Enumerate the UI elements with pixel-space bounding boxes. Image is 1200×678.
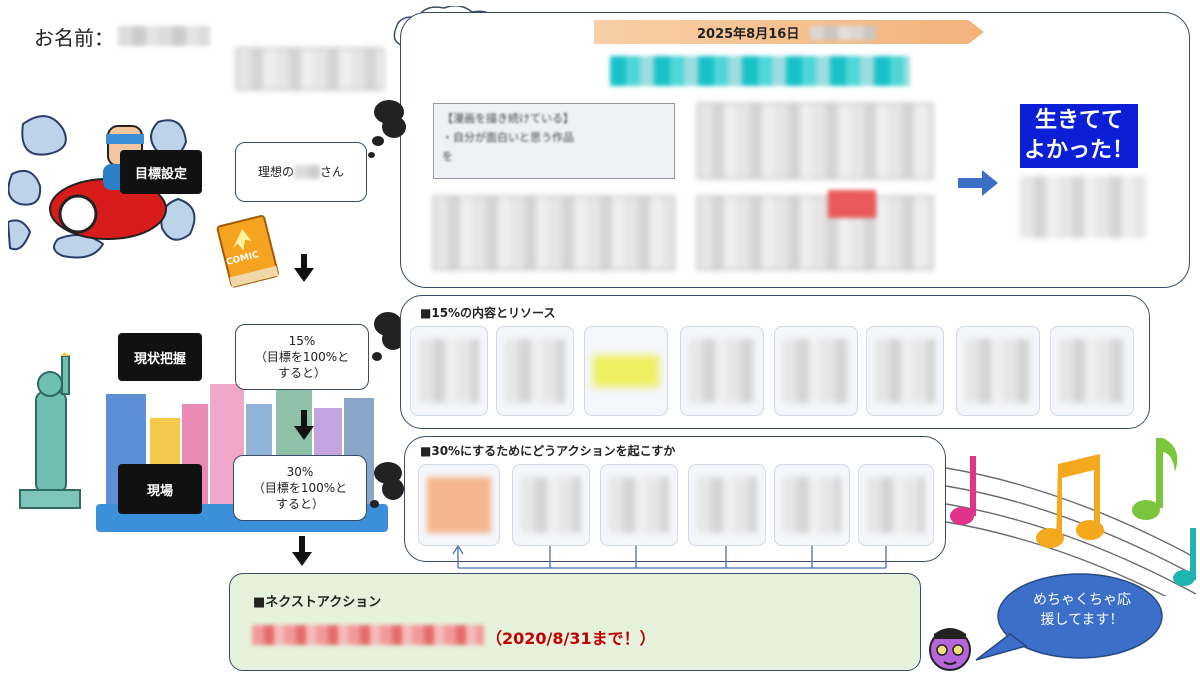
redacted-box	[236, 48, 384, 90]
dark-cloud-connector	[366, 462, 406, 512]
next-action-redacted	[252, 625, 484, 645]
actions-title: ■30%にするためにどうアクションを起こすか	[420, 444, 676, 458]
purple-face-mascot-icon	[926, 622, 974, 672]
resource-tile	[496, 326, 574, 416]
headline-redacted	[610, 56, 910, 86]
statue-of-liberty-illustration	[14, 352, 86, 510]
dark-cloud-connector	[366, 310, 404, 370]
action-connector-lines	[450, 544, 890, 572]
cheer-bubble	[970, 572, 1164, 664]
stage-goal-label: 目標設定	[120, 150, 202, 194]
stage-field-label: 現場	[118, 464, 202, 514]
ideal-card-line: を	[442, 150, 453, 163]
ideal-card-line: 【漫画を描き続けている】	[442, 112, 574, 125]
ideal-card-line: ・自分が面白いと思う作品	[442, 131, 574, 144]
resource-tile	[584, 326, 668, 416]
name-label: お名前：	[34, 26, 114, 50]
action-tile	[512, 464, 590, 546]
ideal-prefix: 理想の	[257, 164, 294, 179]
current-percent-box: 15% （目標を100%と すると）	[235, 324, 369, 390]
current-note: （目標を100%と すると）	[254, 349, 350, 381]
red-highlight	[828, 190, 876, 218]
action-tile	[418, 464, 500, 546]
ideal-card	[697, 103, 933, 179]
resource-tile	[1050, 326, 1134, 416]
field-percent-box: 30% （目標を100%と すると）	[233, 455, 367, 521]
resource-tile	[774, 326, 858, 416]
dark-cloud-connector	[364, 100, 406, 172]
ideal-card: 【漫画を描き続けている】 ・自分が面白いと思う作品 を	[433, 103, 675, 179]
ideal-suffix: さん	[320, 164, 345, 179]
ideal-person-box: 理想の さん	[235, 142, 367, 202]
date-banner-redacted	[810, 26, 876, 40]
resource-tile	[680, 326, 764, 416]
action-tile	[774, 464, 850, 546]
ideal-card	[433, 196, 675, 270]
field-note: （目標を100%と すると）	[252, 480, 348, 512]
next-action-box	[229, 573, 921, 671]
alive-line-1: 生きてて	[1035, 108, 1124, 133]
right-arrow-icon	[958, 170, 998, 200]
next-action-title: ■ネクストアクション	[253, 595, 382, 610]
next-action-deadline: （2020/8/31まで！）	[486, 629, 656, 648]
down-arrow-icon	[292, 536, 312, 566]
name-redacted	[118, 26, 210, 46]
resource-tile	[956, 326, 1040, 416]
date-banner-text: 2025年8月16日	[697, 27, 800, 42]
date-banner	[594, 20, 984, 44]
field-percent: 30%	[286, 464, 314, 479]
action-tile	[688, 464, 766, 546]
resources-title: ■15%の内容とリソース	[420, 306, 556, 320]
down-arrow-icon	[294, 254, 314, 282]
alive-text: 生きてて よかった！	[1020, 104, 1139, 168]
music-notes-illustration	[945, 428, 1200, 613]
action-tile	[600, 464, 678, 546]
ideal-card	[697, 196, 933, 270]
resource-tile	[866, 326, 944, 416]
comic-book-icon: COMIC	[214, 214, 284, 290]
alive-line-2: よかった！	[1024, 138, 1135, 163]
resource-tile	[410, 326, 488, 416]
stage-current-label: 現状把握	[118, 333, 202, 381]
cheer-text: めちゃくちゃ応 援してます！	[1033, 592, 1131, 629]
current-percent: 15%	[288, 333, 316, 348]
down-arrow-icon	[294, 410, 314, 440]
ideal-redacted	[294, 165, 320, 179]
action-tile	[858, 464, 934, 546]
person-riding-bumper-car-illustration	[6, 104, 208, 262]
alive-redacted	[1020, 176, 1146, 238]
